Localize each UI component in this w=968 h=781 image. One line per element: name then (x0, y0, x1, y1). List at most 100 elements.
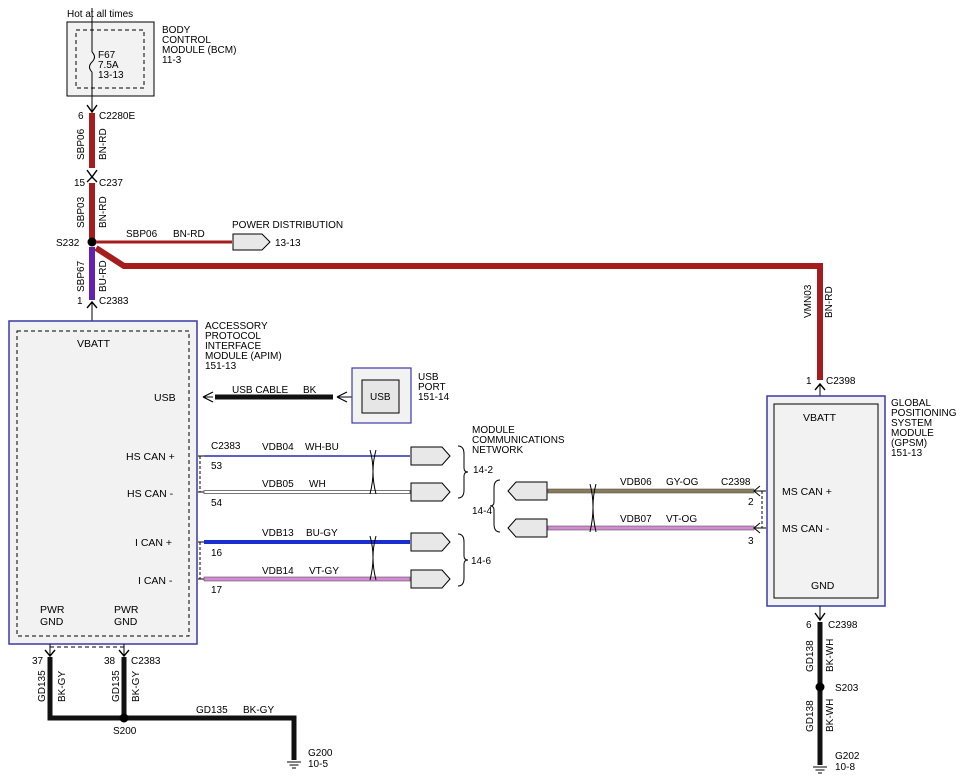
apim-gnd-w2-circuit: GD135 (111, 670, 122, 702)
gpsm-gnd-conn: C2398 (828, 620, 858, 631)
bcm-name-4: 11-3 (162, 55, 182, 66)
wire-sbp67-circuit: SBP67 (76, 260, 87, 292)
ground-g200-page: 10-5 (308, 759, 328, 770)
bcm-module-box (66, 21, 155, 97)
power-distribution-label: POWER DISTRIBUTION (232, 220, 343, 231)
c2280e-pin: 6 (78, 111, 84, 122)
gpsm-name-5: (GPSM) (891, 438, 927, 449)
power-distribution-connector-icon (232, 233, 271, 251)
gpsm-name-4: MODULE (891, 428, 934, 439)
splice-s203-dot (815, 682, 825, 692)
network-connector-icon (410, 569, 451, 589)
splice-s200-label: S200 (113, 726, 137, 737)
splice-s200-dot (119, 713, 129, 723)
splice-s232-dot (87, 237, 97, 247)
connector-arrow-icon (753, 485, 766, 497)
usb-port-label-3: 151-14 (418, 392, 450, 403)
bcm-name-3: MODULE (BCM) (162, 45, 236, 56)
gpsm-gnd-pin: 6 (806, 620, 812, 631)
network-brace (457, 445, 469, 499)
apim-gnd-w3-circuit: GD135 (196, 705, 228, 716)
wire-vdb14 (203, 576, 411, 582)
wire-sbp03-circuit: SBP03 (76, 196, 87, 228)
ground-symbol-icon (287, 761, 301, 769)
network-connector-icon (410, 532, 451, 552)
apim-i-can-minus-label: I CAN - (138, 575, 173, 587)
twisted-pair-icon (369, 449, 377, 495)
network-connector-icon (410, 482, 451, 502)
wire-vmn03-circuit: VMN03 (803, 284, 814, 318)
can-wire-3-pin: 16 (211, 548, 223, 559)
usb-cable-color: BK (303, 385, 317, 396)
connector-arrow-icon (86, 104, 98, 114)
network-label-3: NETWORK (472, 445, 523, 456)
apim-gnd-pin-2: 38 (104, 656, 116, 667)
apim-hs-can-minus-label: HS CAN - (127, 488, 174, 500)
gpsm-wire-1-color: GY-OG (666, 477, 699, 488)
gpsm-ms-can-plus-label: MS CAN + (782, 486, 832, 498)
gpsm-name-2: POSITIONING (891, 408, 957, 419)
connector-arrow-icon (753, 522, 766, 534)
can-wire-4-color: VT-GY (309, 566, 339, 577)
apim-gnd-w2-color: BK-GY (131, 671, 142, 702)
gpsm-gnd-w2-color: BK-WH (825, 699, 836, 732)
usb-port-inner-label: USB (370, 392, 391, 403)
network-ref-14-2: 14-2 (473, 465, 493, 476)
gpsm-wire-1-conn: C2398 (721, 477, 751, 488)
gpsm-wire-2-color: VT-OG (666, 514, 697, 525)
network-brace (457, 533, 469, 587)
connector-arrow-icon (44, 649, 56, 658)
network-ref-14-4: 14-4 (472, 506, 492, 517)
usb-port-socket-icon (361, 379, 400, 414)
wire-vdb06 (547, 488, 755, 494)
apim-name-1: ACCESSORY (205, 321, 268, 332)
connector-arrow-icon (814, 612, 826, 622)
ground-g202-label: G202 (835, 751, 860, 762)
apim-gnd-w1-color: BK-GY (57, 671, 68, 702)
wire-sbp06-color: BN-RD (98, 128, 109, 160)
hot-at-all-times-label: Hot at all times (67, 9, 133, 20)
connector-arrow-icon (86, 176, 98, 183)
can-wire-3-color: BU-GY (306, 528, 338, 539)
gpsm-inner-box (773, 403, 879, 599)
can-wire-1-conn: C2383 (211, 441, 241, 452)
ground-g202-page: 10-8 (835, 762, 855, 773)
c2398-top-name: C2398 (826, 376, 856, 387)
gpsm-name-3: SYSTEM (891, 418, 932, 429)
usb-port-label-2: PORT (418, 382, 446, 393)
fuse-symbol-icon (89, 51, 95, 73)
apim-usb-label: USB (154, 392, 176, 404)
gpsm-wire-1-circuit: VDB06 (620, 477, 652, 488)
wire-vmn03 (94, 245, 823, 380)
network-ref-14-6: 14-6 (471, 556, 491, 567)
connector-arrow-icon (118, 649, 130, 658)
apim-name-4: MODULE (APIM) (205, 351, 282, 362)
can-wire-2-circuit: VDB05 (262, 479, 294, 490)
fuse-page: 13-13 (98, 70, 124, 81)
fuse-name: F67 (98, 50, 116, 61)
gpsm-gnd-w1-circuit: GD138 (805, 640, 816, 672)
can-wire-4-pin: 17 (211, 585, 223, 596)
can-wire-2-color: WH (309, 479, 326, 490)
apim-gnd-w1-circuit: GD135 (37, 670, 48, 702)
apim-gnd-conn: C2383 (131, 656, 161, 667)
wire-vdb07 (547, 525, 755, 531)
apim-i-can-plus-label: I CAN + (135, 537, 172, 549)
apim-name-5: 151-13 (205, 361, 237, 372)
wire-gd135-main (47, 657, 297, 760)
splice-s232-label: S232 (56, 238, 80, 249)
gpsm-gnd-w2-circuit: GD138 (805, 700, 816, 732)
gpsm-name-1: GLOBAL (891, 398, 931, 409)
twisted-pair-icon (589, 483, 597, 533)
c2398-top-pin: 1 (806, 376, 812, 387)
network-connector-icon (410, 446, 451, 466)
c237-name: C237 (99, 178, 123, 189)
gpsm-ms-can-minus-label: MS CAN - (782, 523, 830, 535)
c237-pin: 15 (74, 178, 86, 189)
apim-hs-can-plus-label: HS CAN + (126, 451, 175, 463)
apim-pwr-gnd-1-b: GND (40, 616, 64, 628)
wire-sbp67-color: BU-RD (98, 260, 109, 292)
gpsm-wire-2-pin: 3 (748, 536, 754, 547)
can-wire-1-circuit: VDB04 (262, 442, 294, 453)
